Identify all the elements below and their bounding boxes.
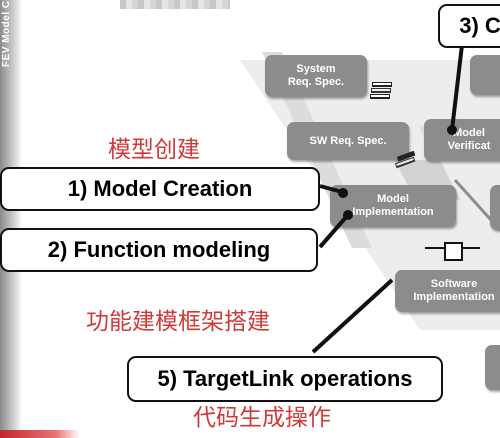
model-implementation-label: Model Implementation <box>352 193 434 218</box>
right-block-top <box>470 55 500 95</box>
callout-step-3: 3) C <box>438 4 500 48</box>
caption-model-creation-cn: 模型创建 <box>108 137 200 163</box>
right-block-bottom <box>485 345 500 390</box>
callout-function-modeling-label: 2) Function modeling <box>47 237 271 262</box>
connector-line-5 <box>311 278 394 354</box>
document-stack-icon <box>370 82 392 99</box>
connector-dot-3 <box>447 125 457 135</box>
connector-dot-2 <box>343 210 353 220</box>
connector-square <box>444 242 463 261</box>
callout-model-creation-label: 1) Model Creation <box>67 176 253 201</box>
document-stack-icon-2 <box>394 150 416 169</box>
connector-line-3 <box>450 44 464 131</box>
software-implementation-block: Software Implementation <box>395 270 500 312</box>
system-req-spec-label: System Req. Spec. <box>287 63 345 88</box>
callout-step-3-label: 3) C <box>459 13 500 38</box>
model-implementation-block: Model Implementation <box>330 185 456 227</box>
connector-dot-1 <box>338 188 348 198</box>
connector-line-1 <box>319 184 343 194</box>
side-strip: FEV Model C <box>0 0 22 438</box>
sw-req-spec-label: SW Req. Spec. <box>309 134 387 147</box>
callout-targetlink: 5) TargetLink operations <box>127 356 443 402</box>
caption-framework-cn: 功能建模框架搭建 <box>86 309 270 335</box>
top-image-fragment <box>120 0 230 9</box>
bottom-red-bar <box>0 430 80 438</box>
callout-function-modeling: 2) Function modeling <box>0 228 318 272</box>
callout-model-creation: 1) Model Creation <box>0 167 320 211</box>
sw-req-spec-block: SW Req. Spec. <box>287 122 409 160</box>
software-implementation-label: Software Implementation <box>413 278 495 303</box>
system-req-spec-block: System Req. Spec. <box>265 55 367 97</box>
model-verification-label: Model Verificat <box>447 127 491 152</box>
caption-codegen-cn: 代码生成操作 <box>193 405 331 431</box>
connector-line-2 <box>318 214 349 249</box>
callout-targetlink-label: 5) TargetLink operations <box>157 366 413 391</box>
right-block-middle <box>490 185 500 230</box>
model-verification-block: Model Verificat <box>424 119 500 161</box>
